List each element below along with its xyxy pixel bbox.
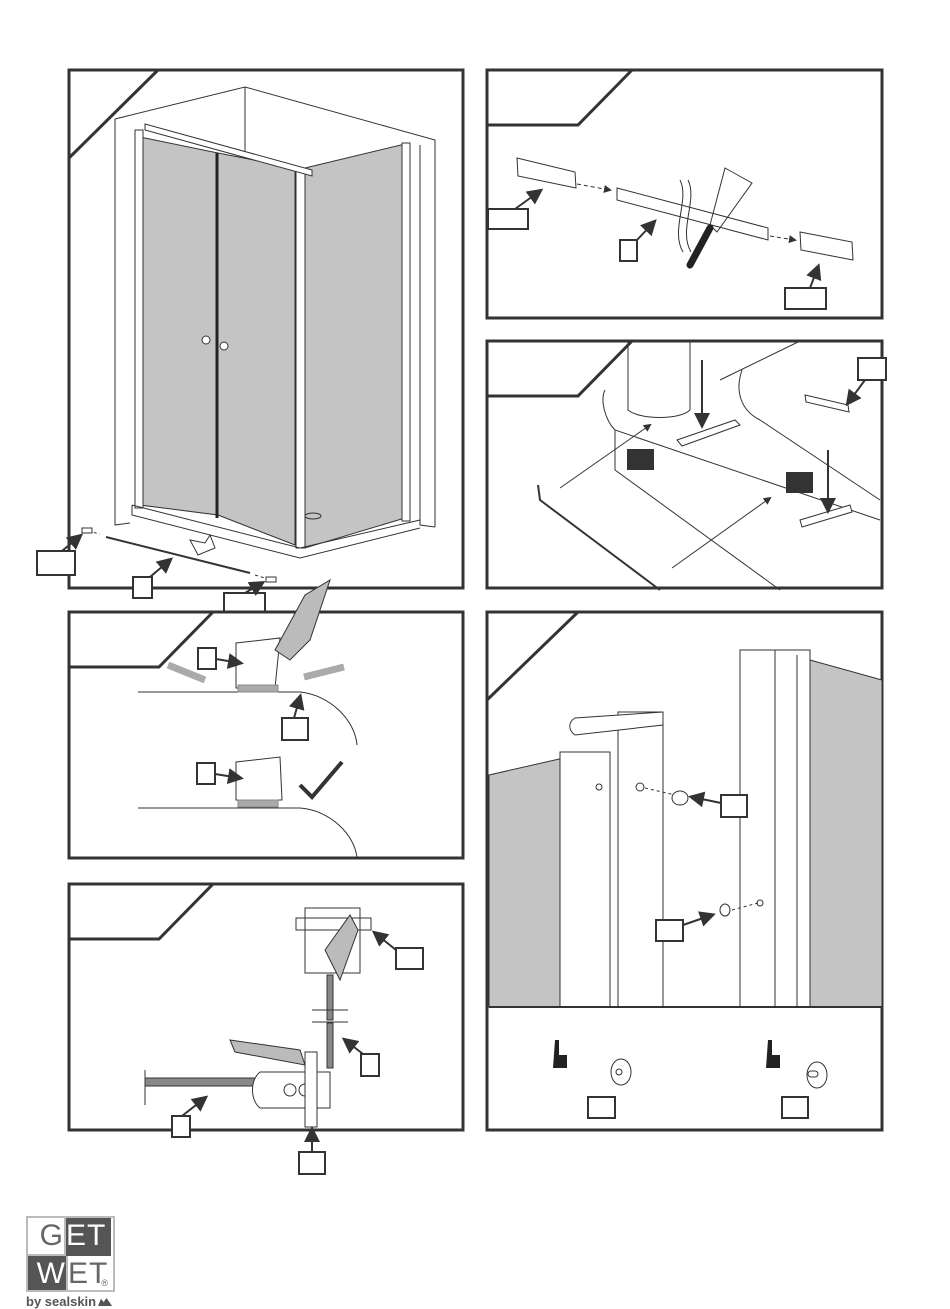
label-box	[282, 718, 308, 740]
label-box-filled	[627, 449, 654, 470]
seal-icon	[98, 1298, 112, 1306]
label-box	[620, 240, 637, 261]
panel-4	[69, 580, 463, 858]
label-box	[488, 209, 528, 229]
label-box	[721, 795, 747, 817]
label-box	[197, 763, 215, 784]
label-box	[361, 1054, 379, 1076]
panel-1	[37, 70, 463, 615]
label-box-filled	[786, 472, 813, 493]
label-box	[782, 1097, 808, 1118]
registered-mark: ®	[101, 1279, 109, 1288]
label-box	[299, 1152, 325, 1174]
logo-tagline: by sealskin	[26, 1294, 121, 1309]
label-box	[785, 288, 826, 309]
label-box	[133, 577, 152, 598]
logo-letters-et-2: ET®	[66, 1256, 111, 1290]
logo-letter-g: G	[28, 1218, 66, 1256]
logo-letter-w: W	[28, 1256, 66, 1290]
panel-6	[487, 612, 882, 1130]
label-box	[37, 551, 75, 575]
panel-5	[69, 884, 463, 1174]
label-box	[588, 1097, 615, 1118]
label-box	[656, 920, 683, 941]
label-box	[172, 1116, 190, 1137]
panel-2	[487, 70, 882, 318]
shower-enclosure-drawing	[82, 87, 435, 582]
panel-3	[487, 341, 886, 590]
label-box	[198, 648, 216, 669]
label-box	[396, 948, 423, 969]
label-box	[858, 358, 886, 380]
getwet-logo: G ET W ET® by sealskin	[26, 1216, 121, 1309]
tagline-text: by sealskin	[26, 1294, 96, 1309]
logo-letters-et: ET	[66, 1218, 111, 1256]
